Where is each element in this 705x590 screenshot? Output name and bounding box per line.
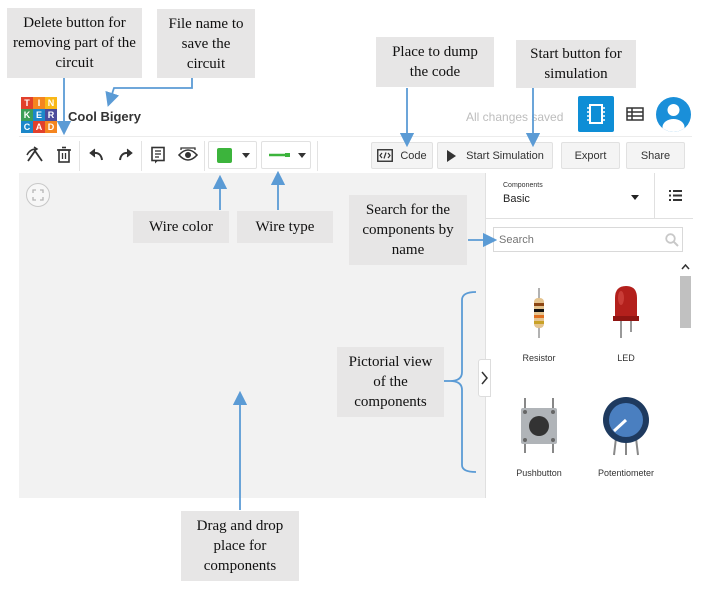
toolbar-divider — [79, 141, 80, 171]
logo-letter: N — [45, 97, 57, 109]
wire-color-swatch — [217, 148, 232, 163]
callout-start: Start button for simulation — [516, 40, 636, 88]
resistor-icon — [534, 288, 544, 338]
notes-icon[interactable] — [150, 146, 166, 164]
component-label: LED — [617, 353, 635, 363]
callout-file-name: File name to save the circuit — [157, 9, 255, 78]
component-label: Resistor — [522, 353, 556, 363]
callout-wire-type: Wire type — [237, 211, 333, 243]
logo-letter: I — [33, 97, 45, 109]
circuit-view-button[interactable] — [578, 96, 614, 132]
chevron-right-icon — [481, 371, 488, 385]
wire-type-icon — [269, 153, 290, 157]
component-label: Pushbutton — [516, 468, 562, 478]
save-status: All changes saved — [466, 110, 564, 124]
code-icon — [377, 149, 394, 162]
undo-icon[interactable] — [88, 148, 104, 162]
avatar[interactable] — [656, 97, 691, 132]
file-name[interactable]: Cool Bigery — [68, 109, 141, 124]
table-icon — [626, 107, 644, 121]
panel-divider — [654, 173, 655, 218]
start-simulation-label: Start Simulation — [466, 149, 544, 162]
panel-collapse-tab[interactable] — [478, 359, 491, 397]
component-label: Potentiometer — [597, 468, 655, 478]
logo-letter: D — [45, 121, 57, 133]
toolbar-divider — [317, 141, 318, 171]
toolbar-divider — [141, 141, 142, 171]
logo-letter: K — [21, 109, 33, 121]
logo-letter: E — [33, 109, 45, 121]
dropdown-value: Basic — [503, 193, 530, 205]
component-tile-resistor[interactable]: Resistor — [499, 278, 579, 368]
redo-icon[interactable] — [118, 148, 134, 162]
rotate-icon[interactable] — [25, 146, 45, 164]
export-button[interactable]: Export — [561, 142, 620, 169]
chevron-down-icon — [631, 195, 639, 200]
component-search-box[interactable] — [493, 227, 683, 252]
user-icon — [662, 104, 685, 132]
toolbar: Code Start Simulation Export Share — [19, 136, 692, 175]
fullscreen-icon — [32, 189, 44, 201]
components-panel: Components Basic — [485, 173, 693, 498]
logo-letter: R — [45, 109, 57, 121]
component-list-view-button[interactable] — [617, 96, 653, 132]
wire-color-dropdown[interactable] — [208, 141, 257, 169]
callout-code: Place to dump the code — [376, 37, 494, 87]
code-button[interactable]: Code — [371, 142, 433, 169]
search-icon — [665, 233, 679, 247]
chevron-down-icon — [242, 153, 250, 158]
code-label: Code — [400, 149, 427, 162]
dropdown-caption: Components — [503, 182, 543, 189]
chevron-down-icon — [298, 153, 306, 158]
list-view-icon[interactable] — [669, 190, 682, 201]
play-icon — [447, 149, 457, 162]
callout-wire-color: Wire color — [133, 211, 229, 243]
component-tile-potentiometer[interactable]: Potentiometer — [586, 393, 666, 483]
wire-type-dropdown[interactable] — [261, 141, 311, 169]
logo-letter: T — [21, 97, 33, 109]
callout-pictorial: Pictorial view of the components — [337, 347, 444, 417]
chip-icon — [587, 104, 605, 124]
share-label: Share — [640, 149, 671, 162]
panel-divider — [486, 218, 693, 219]
scrollbar-thumb[interactable] — [680, 276, 691, 328]
component-tile-led[interactable]: LED — [586, 278, 666, 368]
share-button[interactable]: Share — [626, 142, 685, 169]
eye-icon[interactable] — [178, 147, 198, 163]
potentiometer-icon — [603, 397, 649, 456]
callout-delete: Delete button for removing part of the c… — [7, 8, 142, 78]
start-simulation-button[interactable]: Start Simulation — [437, 142, 553, 169]
callout-search: Search for the components by name — [349, 195, 467, 265]
logo-letter: C — [21, 121, 33, 133]
pushbutton-icon — [521, 398, 557, 453]
search-input[interactable] — [499, 231, 649, 248]
callout-drag: Drag and drop place for components — [181, 511, 299, 581]
fit-view-button[interactable] — [26, 183, 50, 207]
delete-icon[interactable] — [56, 146, 72, 164]
scroll-up-icon[interactable] — [681, 264, 690, 270]
toolbar-divider — [204, 141, 205, 171]
component-category-dropdown[interactable]: Components Basic — [492, 178, 650, 212]
led-icon — [613, 286, 639, 338]
export-label: Export — [574, 149, 607, 162]
logo-letter: A — [33, 121, 45, 133]
component-tile-pushbutton[interactable]: Pushbutton — [499, 393, 579, 483]
